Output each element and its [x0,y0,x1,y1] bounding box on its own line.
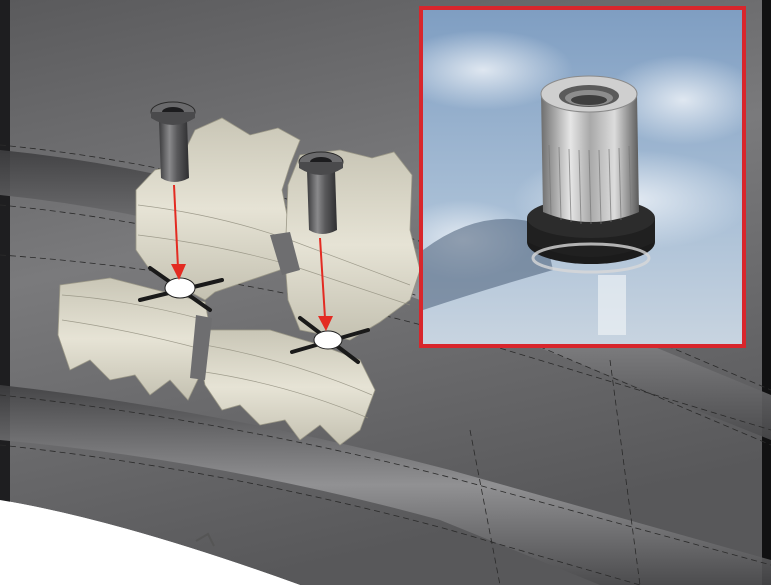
drill-hole-icon [138,266,224,312]
panel-groove-lower [0,385,771,585]
rivet-nut-icon [298,151,344,234]
arrow-down-icon [171,184,186,280]
rivet-nut-photo [423,10,742,344]
tape-gap-lower [190,315,212,380]
drill-hole-icon [290,316,370,364]
tape-gap [270,232,300,275]
background-area [0,500,300,585]
arrow-down-icon [318,237,333,331]
panel-edge-right [762,0,771,585]
rivet-nut-icon [150,101,196,182]
bracket-mark [195,532,215,547]
photo-inset [419,6,746,348]
